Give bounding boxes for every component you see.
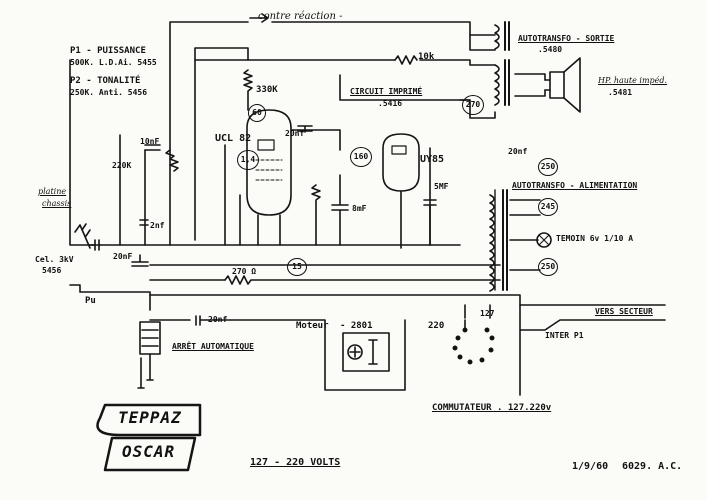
cell-cartridge bbox=[74, 223, 91, 249]
resistor-10k-label: 10k bbox=[418, 52, 435, 62]
pu-label: Pu bbox=[85, 296, 96, 306]
tube-uy85-symbol bbox=[382, 133, 420, 192]
commutateur-label: COMMUTATEUR . 127.220v bbox=[432, 403, 552, 413]
cap-20nf-mid bbox=[297, 125, 313, 133]
wire-tube1-down bbox=[257, 214, 281, 246]
cap-20nf-left bbox=[131, 254, 149, 267]
circuit-imprime-label: CIRCUIT IMPRIMÉ bbox=[350, 87, 423, 96]
commutator-contacts bbox=[452, 327, 495, 365]
tube-uy85-label: UY85 bbox=[420, 154, 445, 165]
date-label: 1/9/60 bbox=[572, 461, 609, 472]
inter-p1-label: INTER P1 bbox=[545, 331, 584, 340]
p2-ref: 250K. Anti. 5456 bbox=[70, 88, 148, 97]
v220-label: 220 bbox=[428, 321, 445, 331]
test-point-245: 245 bbox=[538, 198, 558, 216]
brand-bottom: OSCAR bbox=[122, 442, 176, 461]
arret-switch bbox=[137, 321, 161, 389]
feedback-wire bbox=[169, 21, 496, 151]
cap-10nf-label: 10nF bbox=[140, 137, 160, 146]
wire-to-hp bbox=[514, 73, 546, 97]
test-point-1-4: 1,4 bbox=[237, 150, 259, 170]
resistor-10k bbox=[394, 55, 418, 65]
cell-num-label: 5456 bbox=[42, 266, 62, 275]
test-point-250-a: 250 bbox=[538, 158, 558, 176]
autotransfo-sortie-label: AUTOTRANSFO - SORTIE bbox=[518, 34, 615, 43]
hp-ref: .5481 bbox=[608, 88, 633, 97]
pot-wiring bbox=[69, 59, 171, 246]
motor-block bbox=[342, 332, 390, 372]
cap-2nf-label: 2nf bbox=[150, 221, 165, 230]
vers-secteur-label: VERS SECTEUR bbox=[595, 307, 653, 316]
feedback-arrow bbox=[249, 13, 269, 23]
v127-label: 127 bbox=[480, 309, 495, 318]
cell-ref-label: Cel. 3kV bbox=[35, 255, 74, 264]
arret-label: ARRÊT AUTOMATIQUE bbox=[172, 342, 254, 351]
power-transformer bbox=[489, 189, 508, 292]
circuit-imprime-ref: .5416 bbox=[378, 99, 403, 108]
resistor-330k-label: 330K bbox=[256, 85, 278, 95]
test-point-60: 60 bbox=[248, 104, 266, 122]
rail-bottom-2 bbox=[149, 264, 501, 281]
wire-transfo-out bbox=[509, 199, 541, 271]
moteur-label: Moteur bbox=[296, 321, 329, 331]
cap-8mf-top-label: 20nf bbox=[508, 147, 528, 156]
speaker-hp bbox=[544, 57, 581, 113]
tube-ucl82-label: UCL 82 bbox=[215, 133, 252, 144]
p1-ref: 500K. L.D.Ai. 5455 bbox=[70, 58, 157, 67]
autotransfo-sortie-ref: .5480 bbox=[538, 45, 563, 54]
volts-label: 127 - 220 VOLTS bbox=[250, 457, 341, 468]
rail-bottom-3 bbox=[149, 294, 666, 306]
resistor-220k-label: 220K bbox=[112, 161, 132, 170]
cap-10nf bbox=[144, 144, 161, 151]
test-point-15: 15 bbox=[287, 258, 307, 276]
cap-20nf-mid-label: 20nf bbox=[285, 129, 305, 138]
resistor-270-label: 270 Ω bbox=[232, 267, 257, 276]
resistor-270 bbox=[224, 275, 501, 285]
p1-title: P1 - PUISSANCE bbox=[70, 46, 146, 56]
pot-p1 bbox=[165, 149, 179, 172]
cap-8mf-label: 8mF bbox=[352, 204, 367, 213]
contre-reaction-label: contre réaction - bbox=[258, 11, 343, 22]
cap-20nf-arret-label: 20nf bbox=[208, 315, 228, 324]
pu-wire bbox=[69, 284, 406, 391]
wire-out-top bbox=[469, 34, 496, 51]
cap-5mf-label: 5MF bbox=[434, 182, 449, 191]
wire-mid-1 bbox=[290, 129, 341, 151]
teppaz-logo-shape bbox=[96, 403, 202, 472]
pilot-lamp bbox=[536, 232, 552, 248]
wire-circuit bbox=[339, 74, 496, 119]
moteur-ref-label: - 2801 bbox=[340, 321, 373, 331]
cap-left-horiz bbox=[89, 239, 100, 251]
wire-mid-res bbox=[311, 184, 321, 246]
test-point-160: 160 bbox=[350, 147, 372, 167]
test-point-270: 270 bbox=[462, 95, 484, 115]
mains-wire bbox=[519, 304, 666, 396]
test-point-250-b: 250 bbox=[538, 258, 558, 276]
output-transformer bbox=[494, 21, 510, 106]
temoin-label: TEMOIN 6v 1/10 A bbox=[556, 234, 634, 243]
cap-20nf-left-label: 20nF bbox=[113, 252, 133, 261]
cap-2nf bbox=[139, 219, 149, 226]
chassis-label: chassis bbox=[42, 199, 72, 208]
wire-mid-2 bbox=[224, 144, 241, 246]
rail-2 bbox=[194, 59, 496, 66]
hp-label: HP. haute impéd. bbox=[598, 76, 668, 85]
autotransfo-alim-label: AUTOTRANSFO - ALIMENTATION bbox=[512, 181, 638, 190]
platine-label: platine bbox=[38, 187, 67, 196]
rail-top bbox=[194, 47, 249, 241]
p2-title: P2 - TONALITÉ bbox=[70, 76, 141, 86]
cap-8mf bbox=[331, 174, 349, 246]
ref-label: 6029. A.C. bbox=[622, 461, 683, 472]
wire-330k bbox=[243, 69, 253, 111]
brand-top: TEPPAZ bbox=[118, 408, 182, 427]
cap-5mf bbox=[423, 199, 437, 246]
